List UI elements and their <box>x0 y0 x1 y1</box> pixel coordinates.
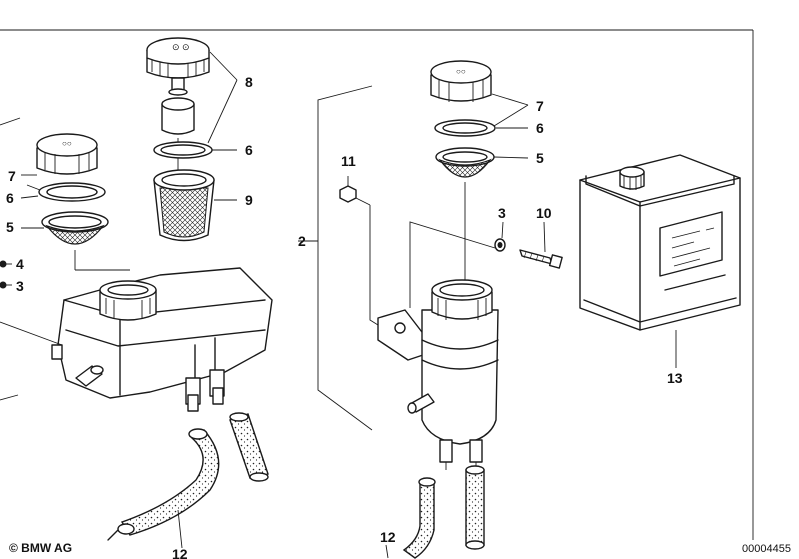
callout-11: 11 <box>341 153 356 169</box>
leaders-left <box>0 51 238 549</box>
callout-13: 13 <box>667 370 683 386</box>
callout-labels: 8 6 9 7 6 5 4 3 2 11 7 6 5 3 10 13 12 12 <box>6 74 683 559</box>
strainer-5-right <box>435 147 495 280</box>
callout-10: 10 <box>536 205 552 221</box>
gasket-6-left-small <box>38 182 106 202</box>
gasket-6-left <box>153 141 213 159</box>
cap-7-left: ○○ <box>36 133 98 175</box>
callout-7: 7 <box>8 168 16 184</box>
screw-10 <box>519 221 563 269</box>
callout-6: 6 <box>6 190 14 206</box>
callout-6: 6 <box>536 120 544 136</box>
washer-3 <box>494 221 506 252</box>
reservoir-right <box>407 279 499 463</box>
callout-12: 12 <box>172 546 188 559</box>
callout-4: 4 <box>16 256 24 272</box>
callout-2: 2 <box>298 233 306 249</box>
callout-6: 6 <box>245 142 253 158</box>
outlets-left <box>185 369 225 412</box>
svg-text:○○: ○○ <box>456 67 466 76</box>
svg-text:○○: ○○ <box>62 139 72 148</box>
copyright-text: © BMW AG <box>9 541 73 555</box>
leaders-right <box>298 93 529 559</box>
bracket <box>377 221 496 361</box>
callout-7: 7 <box>536 98 544 114</box>
nut-11 <box>339 176 387 331</box>
callout-3: 3 <box>498 205 506 221</box>
strainer-5-left <box>41 211 130 271</box>
gasket-6-right <box>434 119 496 137</box>
hose-12-right <box>402 462 485 559</box>
callout-3: 3 <box>16 278 24 294</box>
reservoir-left <box>51 267 273 399</box>
callout-5: 5 <box>536 150 544 166</box>
document-number: 00004455 <box>742 543 791 555</box>
callout-5: 5 <box>6 219 14 235</box>
frame-lines <box>0 29 754 540</box>
svg-text:⊙ ⊙: ⊙ ⊙ <box>172 42 190 52</box>
callout-12: 12 <box>380 529 396 545</box>
strainer-9 <box>153 169 215 242</box>
callout-9: 9 <box>245 192 253 208</box>
fluid-can-13 <box>579 154 741 368</box>
cap-7-right: ○○ <box>430 60 492 102</box>
hose-12-left <box>107 412 269 541</box>
cap-8: ⊙ ⊙ <box>146 37 210 176</box>
callout-8: 8 <box>245 74 253 90</box>
